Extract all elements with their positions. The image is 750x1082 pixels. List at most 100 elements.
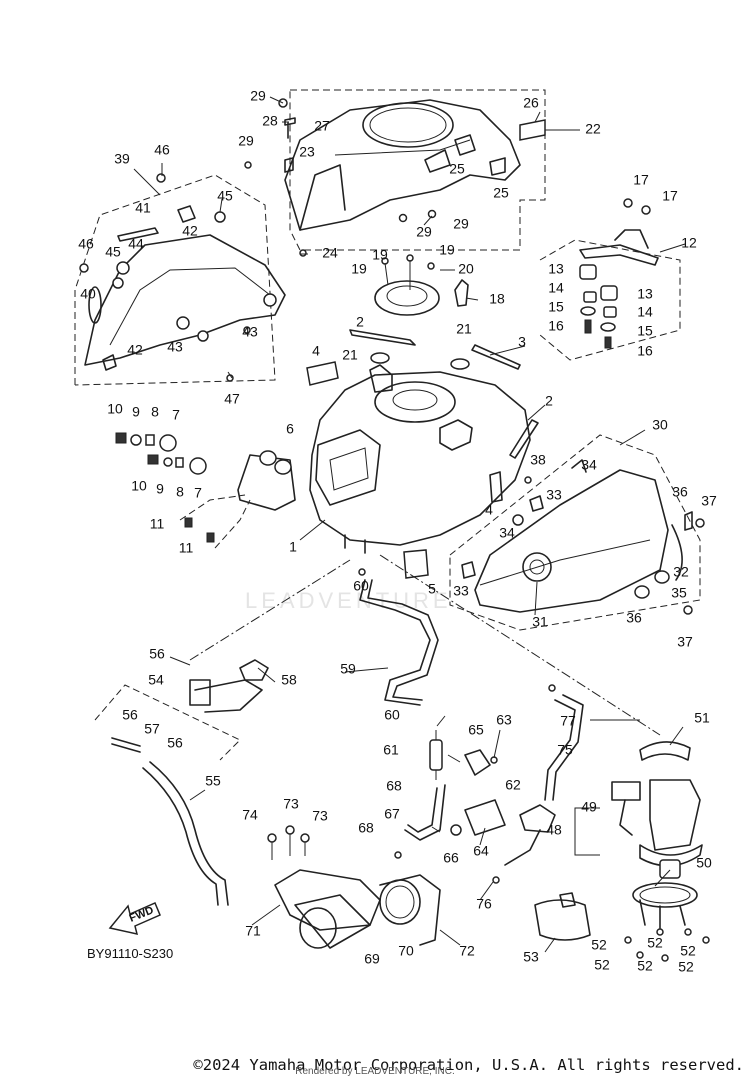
callout-61: 61 (383, 742, 399, 758)
callout-45: 45 (217, 188, 233, 204)
callout-19: 19 (351, 261, 367, 277)
callout-6: 6 (286, 421, 294, 437)
callout-26: 26 (523, 95, 539, 111)
callout-64: 64 (473, 843, 489, 859)
fuel-tank (309, 364, 539, 579)
callout-47: 47 (224, 391, 240, 407)
callout-22: 22 (585, 121, 601, 137)
callout-66: 66 (443, 850, 459, 866)
callout-70: 70 (398, 943, 414, 959)
callout-31: 31 (532, 614, 548, 630)
callout-34: 34 (499, 525, 515, 541)
filler-cap (306, 254, 521, 386)
callout-25: 25 (449, 161, 465, 177)
callout-20: 20 (458, 261, 474, 277)
callout-8: 8 (151, 404, 159, 420)
callout-29: 29 (238, 133, 254, 149)
right-bracket-group (539, 198, 681, 361)
callout-50: 50 (696, 855, 712, 871)
callout-69: 69 (364, 951, 380, 967)
callout-57: 57 (144, 721, 160, 737)
callout-33: 33 (546, 487, 562, 503)
callout-7: 7 (172, 407, 180, 423)
callout-56: 56 (149, 646, 165, 662)
callout-55: 55 (205, 773, 221, 789)
callout-17: 17 (633, 172, 649, 188)
callout-49: 49 (581, 799, 597, 815)
callout-36: 36 (672, 484, 688, 500)
callout-63: 63 (496, 712, 512, 728)
callout-11: 11 (150, 516, 165, 532)
callout-43: 43 (242, 324, 258, 340)
callout-16: 16 (637, 343, 653, 359)
rear-cover-group (449, 434, 705, 631)
callout-3: 3 (518, 334, 526, 350)
callout-30: 30 (652, 417, 668, 433)
callout-60: 60 (384, 707, 400, 723)
callout-62: 62 (505, 777, 521, 793)
fuel-pump-assembly (534, 741, 710, 962)
callout-39: 39 (114, 151, 130, 167)
callout-28: 28 (262, 113, 278, 129)
callout-52: 52 (637, 958, 653, 974)
callout-46: 46 (78, 236, 94, 252)
callout-68: 68 (358, 820, 374, 836)
callout-52: 52 (678, 959, 694, 975)
callout-65: 65 (468, 722, 484, 738)
callout-59: 59 (340, 661, 356, 677)
callout-15: 15 (548, 299, 564, 315)
callout-29: 29 (453, 216, 469, 232)
callout-4: 4 (485, 502, 493, 518)
callout-77: 77 (560, 713, 576, 729)
callout-12: 12 (681, 235, 697, 251)
callout-38: 38 (530, 452, 546, 468)
callout-2: 2 (545, 393, 553, 409)
callout-10: 10 (131, 478, 147, 494)
callout-27: 27 (314, 118, 330, 134)
callout-58: 58 (281, 672, 297, 688)
callout-46: 46 (154, 142, 170, 158)
callout-7: 7 (194, 485, 202, 501)
callout-76: 76 (476, 896, 492, 912)
callout-75: 75 (557, 742, 573, 758)
callout-71: 71 (245, 923, 261, 939)
callout-44: 44 (128, 236, 144, 252)
callout-56: 56 (167, 735, 183, 751)
callout-56: 56 (122, 707, 138, 723)
callout-37: 37 (701, 493, 717, 509)
callout-19: 19 (372, 247, 388, 263)
callout-67: 67 (384, 806, 400, 822)
callout-23: 23 (299, 144, 315, 160)
callout-10: 10 (107, 401, 123, 417)
callout-40: 40 (80, 286, 96, 302)
callout-13: 13 (548, 261, 564, 277)
callout-52: 52 (647, 935, 663, 951)
callout-1: 1 (289, 539, 297, 555)
callout-24: 24 (322, 245, 338, 261)
callout-32: 32 (673, 564, 689, 580)
callout-16: 16 (548, 318, 564, 334)
callout-11: 11 (179, 540, 194, 556)
watermark-text: LEADVENTURE (245, 588, 452, 613)
tank-mount-parts (115, 432, 296, 549)
callout-14: 14 (548, 280, 564, 296)
rendered-by-notice: Rendered by LEADVENTURE, INC. (295, 1066, 455, 1077)
callout-52: 52 (594, 957, 610, 973)
callout-72: 72 (459, 943, 475, 959)
fwd-arrow: FWD (108, 902, 161, 935)
callout-51: 51 (694, 710, 710, 726)
callout-45: 45 (105, 244, 121, 260)
callout-52: 52 (591, 937, 607, 953)
callout-73: 73 (283, 796, 299, 812)
callout-33: 33 (453, 583, 469, 599)
callout-18: 18 (489, 291, 505, 307)
hose-assembly (94, 554, 661, 906)
callout-8: 8 (176, 484, 184, 500)
callout-42: 42 (127, 342, 143, 358)
callout-4: 4 (312, 343, 320, 359)
callout-60: 60 (353, 578, 369, 594)
copyright-notice: ©2024 Yamaha Motor Corporation, U.S.A. A… (193, 1056, 744, 1074)
callout-14: 14 (637, 304, 653, 320)
callout-labels: 29 28 27 26 22 29 23 25 25 29 29 24 39 4… (78, 88, 717, 975)
